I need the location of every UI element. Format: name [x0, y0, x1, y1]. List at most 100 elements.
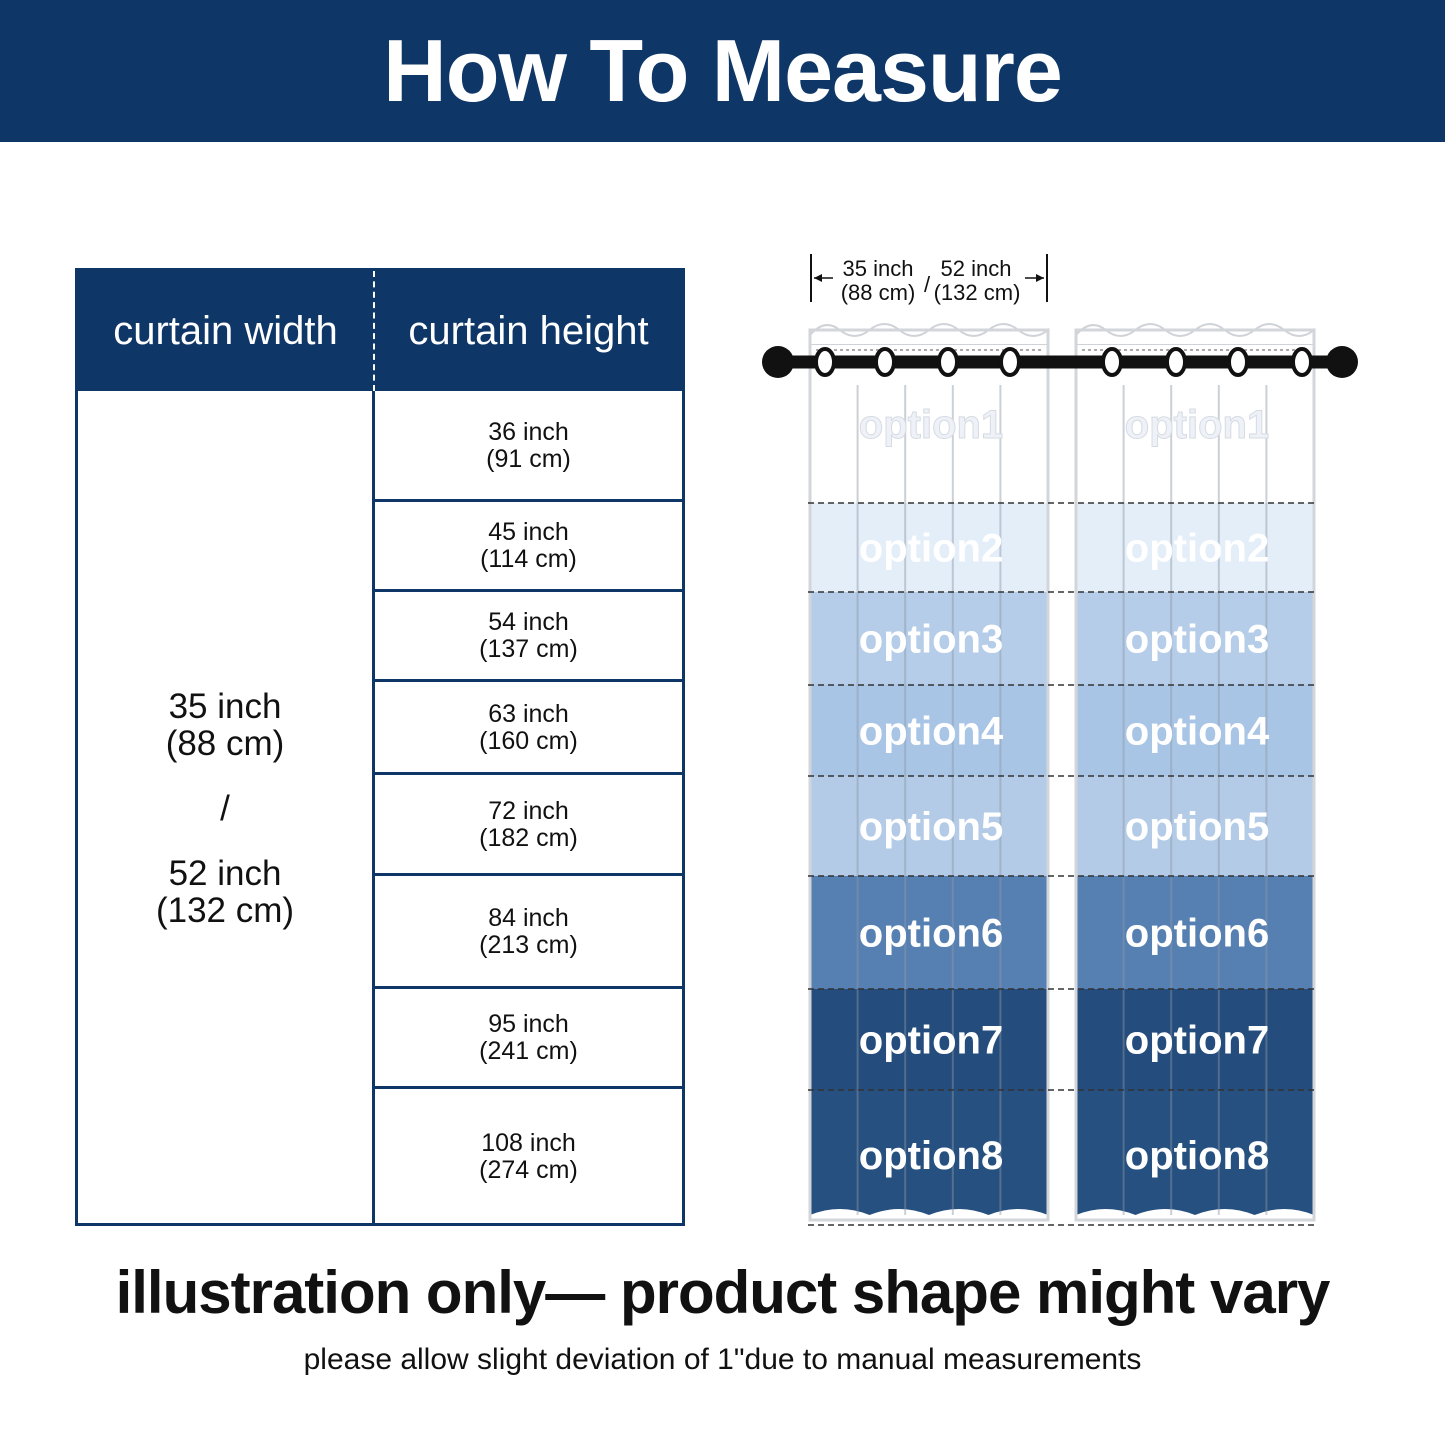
option-band [1076, 1090, 1314, 1220]
height-inch: 63 inch [488, 699, 569, 728]
option-label: option8 [859, 1134, 1003, 1178]
curtain-hem [1076, 1209, 1314, 1225]
grommet-icon [814, 347, 836, 377]
height-inch: 54 inch [488, 608, 569, 636]
option-label: option4 [1125, 710, 1270, 754]
option-label: option7 [1125, 1019, 1269, 1063]
height-cm: (114 cm) [480, 545, 577, 573]
height-inch: 72 inch [488, 796, 569, 825]
curtain-height-header: curtain height [408, 308, 649, 353]
curtain-outline [808, 328, 1050, 1222]
option-band [810, 345, 1048, 503]
option-label: option5 [859, 805, 1003, 849]
height-row: 95 inch(241 cm) [375, 988, 682, 1088]
curtain-hem [810, 1209, 1048, 1225]
width-separator: / [220, 789, 230, 828]
grommet-icon [1165, 347, 1187, 377]
option-label: option6 [1125, 912, 1269, 956]
dimension-left-cm: (88 cm) [841, 280, 916, 305]
option-label: option4 [859, 710, 1004, 754]
height-row: 63 inch(160 cm) [375, 681, 682, 774]
height-cm: (274 cm) [479, 1156, 578, 1184]
column-divider [372, 391, 375, 1226]
curtain-outline [1074, 328, 1316, 1222]
height-list: 36 inch(91 cm)45 inch(114 cm)54 inch(137… [375, 391, 682, 1226]
height-inch: 95 inch [488, 1010, 569, 1038]
option-band [1076, 592, 1314, 685]
option-label: option8 [1125, 1134, 1269, 1178]
dimension-left-inch: 35 inch [843, 256, 914, 281]
page-header: How To Measure [0, 0, 1445, 142]
table-header-row: curtain width curtain height [78, 271, 682, 391]
width-value-2-inch: 52 inch [168, 854, 282, 893]
option-band [1076, 776, 1314, 876]
option-label: option2 [859, 527, 1003, 571]
curtain-width-cell: 35 inch (88 cm) / 52 inch (132 cm) [78, 391, 372, 1226]
height-row: 84 inch(213 cm) [375, 875, 682, 988]
grommet-icon [1227, 347, 1249, 377]
width-value-1-inch: 35 inch [168, 687, 282, 726]
option-band [810, 503, 1048, 592]
width-value-1-cm: (88 cm) [165, 724, 285, 763]
height-inch: 45 inch [488, 518, 569, 546]
grommet-icon [1291, 347, 1313, 377]
page-title: How To Measure [383, 21, 1063, 120]
curtain-header [809, 323, 1049, 346]
arrow-right-icon [1036, 274, 1044, 282]
option-band [810, 592, 1048, 685]
option-band [810, 776, 1048, 876]
option-label: option3 [1125, 618, 1269, 662]
option-band [1076, 876, 1314, 989]
height-inch: 84 inch [488, 903, 569, 932]
height-cm: (137 cm) [479, 635, 578, 663]
option-label: option3 [859, 618, 1003, 662]
option-band [810, 876, 1048, 989]
option-band [810, 1090, 1048, 1220]
option-label: option1 [1125, 403, 1269, 447]
height-inch: 36 inch [488, 418, 569, 446]
rod-finial-left [762, 346, 794, 378]
height-row: 54 inch(137 cm) [375, 591, 682, 681]
row-divider [375, 1086, 682, 1089]
width-value-2-cm: (132 cm) [155, 891, 295, 930]
option-band [1076, 345, 1314, 503]
option-band [1076, 989, 1314, 1090]
height-cm: (241 cm) [479, 1037, 578, 1065]
height-cm: (182 cm) [479, 823, 578, 852]
size-table: curtain width curtain height 35 inch (88… [75, 268, 685, 1226]
disclaimer-title: illustration only— product shape might v… [115, 1259, 1331, 1326]
row-divider [375, 772, 682, 775]
option-band [810, 989, 1048, 1090]
header-divider [373, 271, 375, 391]
rod-finial-right [1326, 346, 1358, 378]
grommet-icon [937, 347, 959, 377]
curtain-width-header: curtain width [113, 308, 338, 353]
disclaimer-note: please allow slight deviation of 1"due t… [303, 1343, 1142, 1376]
curtain-header [1075, 323, 1315, 346]
height-row: 45 inch(114 cm) [375, 501, 682, 591]
option-label: option1 [859, 403, 1003, 447]
row-divider [375, 986, 682, 989]
option-band [1076, 503, 1314, 592]
row-divider [375, 873, 682, 876]
dimension-separator: / [924, 272, 931, 297]
height-cm: (91 cm) [486, 445, 571, 473]
height-inch: 108 inch [481, 1129, 576, 1157]
row-divider [375, 589, 682, 592]
option-band [810, 685, 1048, 776]
grommet-icon [1101, 347, 1123, 377]
grommet-icon [874, 347, 896, 377]
option-label: option5 [1125, 805, 1269, 849]
option-label: option7 [859, 1019, 1003, 1063]
option-band [1076, 685, 1314, 776]
row-divider [375, 679, 682, 682]
option-label: option2 [1125, 527, 1269, 571]
height-cm: (213 cm) [479, 930, 578, 959]
height-row: 108 inch(274 cm) [375, 1088, 682, 1226]
height-row: 72 inch(182 cm) [375, 774, 682, 875]
dimension-right-cm: (132 cm) [934, 280, 1021, 305]
row-divider [375, 499, 682, 502]
arrow-left-icon [814, 274, 822, 282]
grommet-icon [999, 347, 1021, 377]
dimension-right-inch: 52 inch [941, 256, 1012, 281]
